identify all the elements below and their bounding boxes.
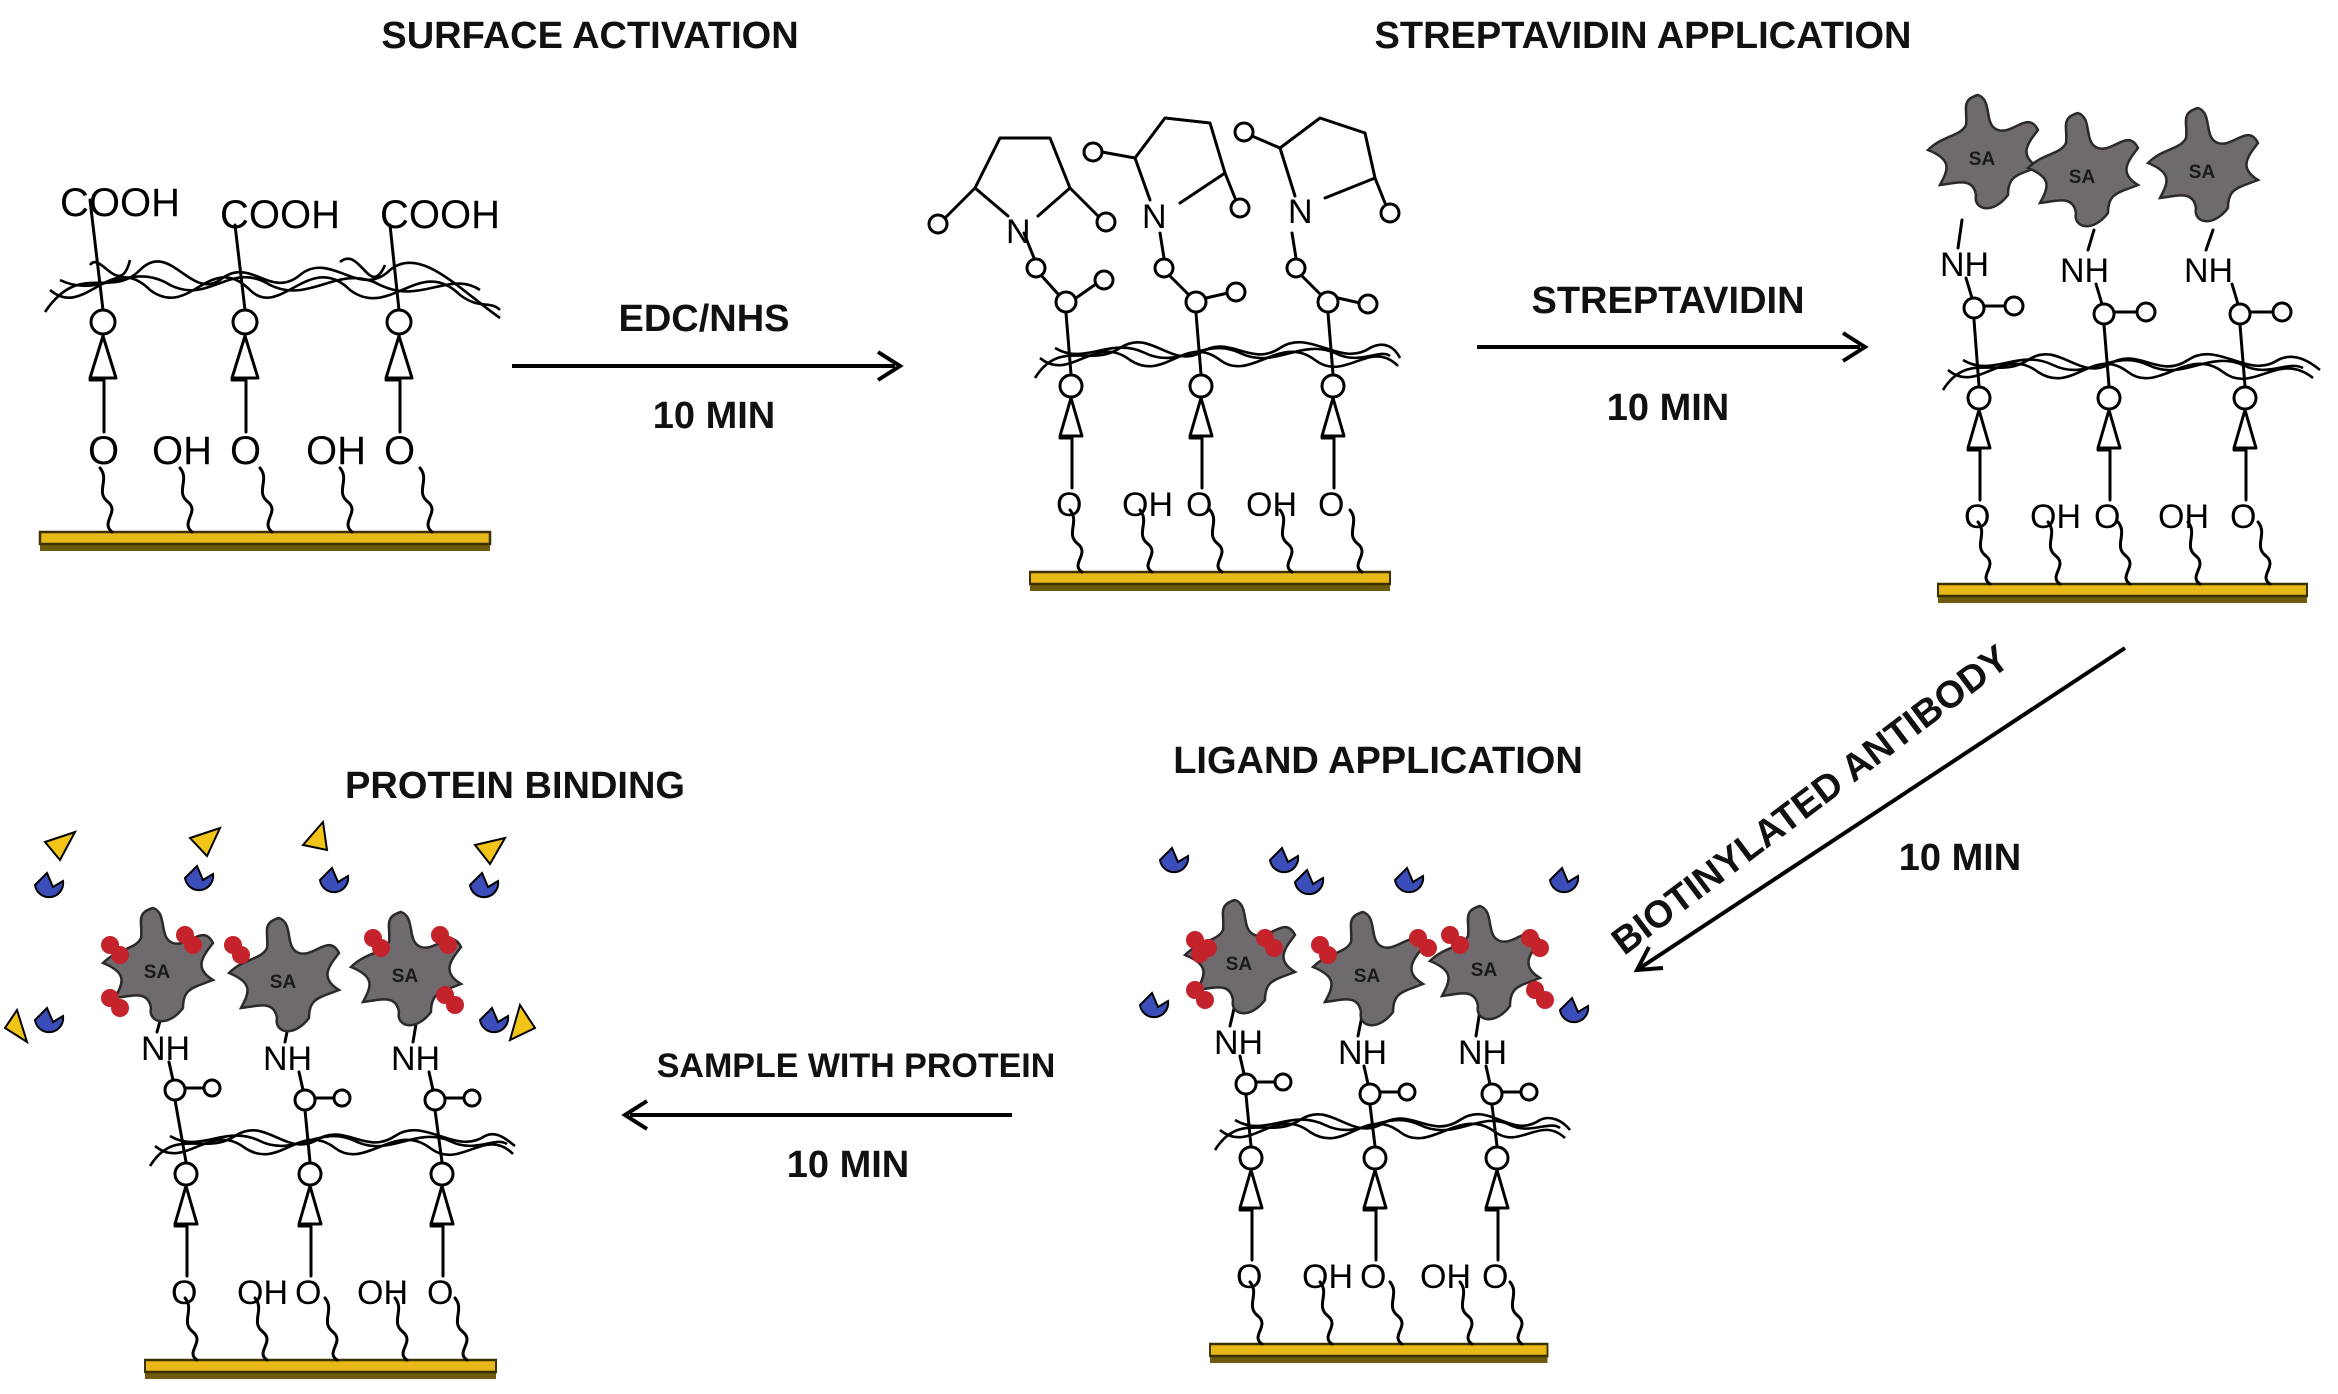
carboxyl-group: COOH — [60, 181, 180, 225]
oxygen-atom: O — [230, 429, 261, 473]
arrow-biotinylated-antibody: BIOTINYLATED ANTIBODY 10 MIN — [1604, 638, 2127, 973]
hydroxyl-group: OH — [357, 1274, 408, 1312]
oxygen-atom: O — [2230, 498, 2256, 536]
step-title-streptavidin-application: STREPTAVIDIN APPLICATION — [1375, 15, 1912, 57]
arrow-edc-nhs-reagent: EDC/NHS — [618, 298, 789, 340]
protein-group — [3, 819, 537, 1045]
amide-nh: NH — [2060, 252, 2109, 290]
gold-surface — [1028, 570, 1392, 593]
hydroxyl-group: OH — [2158, 498, 2209, 536]
oxygen-atom: O — [295, 1274, 321, 1312]
arrow-sample-with-protein-reagent: SAMPLE WITH PROTEIN — [657, 1047, 1056, 1085]
gold-surface — [143, 1358, 498, 1381]
hydroxyl-group: OH — [152, 429, 212, 473]
streptavidin-label: SA — [1354, 966, 1381, 987]
streptavidin-molecule: SA — [226, 916, 342, 1033]
carboxyl-group: COOH — [220, 193, 340, 237]
streptavidin-molecule: SA — [2025, 111, 2141, 228]
streptavidin-label: SA — [1226, 954, 1253, 975]
antibody-group — [33, 864, 510, 1034]
streptavidin-label: SA — [270, 972, 297, 993]
streptavidin-molecule: SA — [1925, 93, 2041, 210]
arrow-edc-nhs: EDC/NHS 10 MIN — [512, 298, 904, 437]
hydroxyl-group: OH — [306, 429, 366, 473]
amide-nh: NH — [1940, 246, 1989, 284]
arrow-streptavidin: STREPTAVIDIN 10 MIN — [1477, 280, 1869, 429]
oxygen-atom: O — [1186, 486, 1212, 524]
amide-nh: NH — [141, 1030, 190, 1068]
nitrogen-atom: N — [1006, 213, 1031, 251]
step-title-protein-binding: PROTEIN BINDING — [345, 765, 685, 807]
hydroxyl-group: OH — [1302, 1258, 1353, 1296]
panel-surface-activation: O OH O OH O COOH COOH COOH — [38, 181, 501, 553]
oxygen-atom: O — [384, 429, 415, 473]
oxygen-atom: O — [427, 1274, 453, 1312]
streptavidin-molecule: SA — [2145, 106, 2261, 223]
oxygen-atom: O — [1236, 1258, 1262, 1296]
streptavidin-label: SA — [1471, 960, 1498, 981]
streptavidin-label: SA — [2069, 167, 2096, 188]
hydroxyl-group: OH — [1420, 1258, 1471, 1296]
oxygen-atom: O — [1964, 498, 1990, 536]
step-title-ligand-application: LIGAND APPLICATION — [1173, 740, 1583, 782]
amide-nh: NH — [2184, 252, 2233, 290]
panel-nhs-ester: O OH O OH O — [927, 116, 1402, 593]
step-title-surface-activation: SURFACE ACTIVATION — [381, 15, 798, 57]
oxygen-atom: O — [1360, 1258, 1386, 1296]
oxygen-atom: O — [1056, 486, 1082, 524]
streptavidin-label: SA — [392, 966, 419, 987]
gold-surface — [38, 530, 492, 553]
antibody-group — [1138, 846, 1590, 1024]
streptavidin-molecule: SA — [1310, 910, 1426, 1027]
oxygen-atom: O — [1318, 486, 1344, 524]
carboxyl-group: COOH — [380, 193, 500, 237]
gold-surface — [1936, 582, 2309, 605]
arrow-sample-with-protein-time: 10 MIN — [787, 1144, 909, 1186]
biotinylated-antibody-group — [1186, 926, 1554, 1009]
amide-nh: NH — [1458, 1034, 1507, 1072]
panel-streptavidin: O OH O OH O NH NH NH — [1925, 93, 2321, 605]
arrow-edc-nhs-time: 10 MIN — [653, 395, 775, 437]
streptavidin-molecule: SA — [1427, 904, 1543, 1021]
arrow-sample-with-protein: SAMPLE WITH PROTEIN 10 MIN — [621, 1047, 1056, 1186]
arrow-biotinylated-antibody-reagent: BIOTINYLATED ANTIBODY — [1604, 638, 2017, 964]
arrow-streptavidin-reagent: STREPTAVIDIN — [1531, 280, 1804, 322]
hydroxyl-group: OH — [1122, 486, 1173, 524]
amide-nh: NH — [1338, 1034, 1387, 1072]
oxygen-atom: O — [1482, 1258, 1508, 1296]
panel-ligand-application: O OH O OH O NH NH NH — [1138, 846, 1590, 1365]
nitrogen-atom: N — [1288, 193, 1313, 231]
amide-nh: NH — [263, 1040, 312, 1078]
gold-surface — [1208, 1342, 1549, 1365]
amide-nh: NH — [391, 1040, 440, 1078]
hydroxyl-group: OH — [237, 1274, 288, 1312]
streptavidin-label: SA — [1969, 149, 1996, 170]
hydroxyl-group: OH — [1246, 486, 1297, 524]
panel-protein-binding: O OH O OH O NH NH NH — [3, 819, 537, 1381]
oxygen-atom: O — [88, 429, 119, 473]
biotin-group — [101, 926, 464, 1017]
oxygen-atom: O — [171, 1274, 197, 1312]
amide-nh: NH — [1214, 1024, 1263, 1062]
streptavidin-label: SA — [144, 962, 171, 983]
hydroxyl-group: OH — [2030, 498, 2081, 536]
streptavidin-label: SA — [2189, 162, 2216, 183]
oxygen-atom: O — [2094, 498, 2120, 536]
arrow-streptavidin-time: 10 MIN — [1607, 387, 1729, 429]
arrow-biotinylated-antibody-time: 10 MIN — [1899, 837, 2021, 879]
nitrogen-atom: N — [1142, 198, 1167, 236]
